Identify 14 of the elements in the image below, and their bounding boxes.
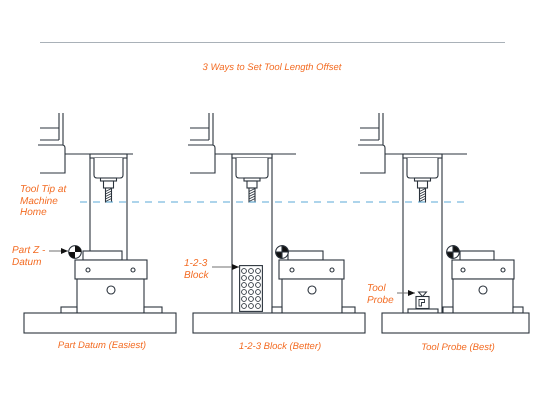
panel-caption: Tool Probe (Best): [421, 342, 495, 354]
leader-arrow: [48, 248, 68, 254]
callout-label: Part Z - Datum: [12, 245, 47, 268]
leader-arrow: [212, 264, 240, 270]
gauge-block-icon: [239, 265, 263, 312]
annotation-label: Tool Tip at Machine Home: [20, 184, 68, 218]
panel-caption: Part Datum (Easiest): [58, 340, 146, 352]
diagram-title: 3 Ways to Set Tool Length Offset: [202, 62, 342, 74]
tool-probe-icon: [415, 291, 430, 309]
panel-caption: 1-2-3 Block (Better): [238, 341, 322, 353]
datum-symbol-icon: [68, 245, 82, 259]
leader-arrow: [396, 290, 416, 296]
callout-label: Tool Probe: [367, 283, 395, 306]
callout-label: 1-2-3 Block: [184, 258, 210, 281]
